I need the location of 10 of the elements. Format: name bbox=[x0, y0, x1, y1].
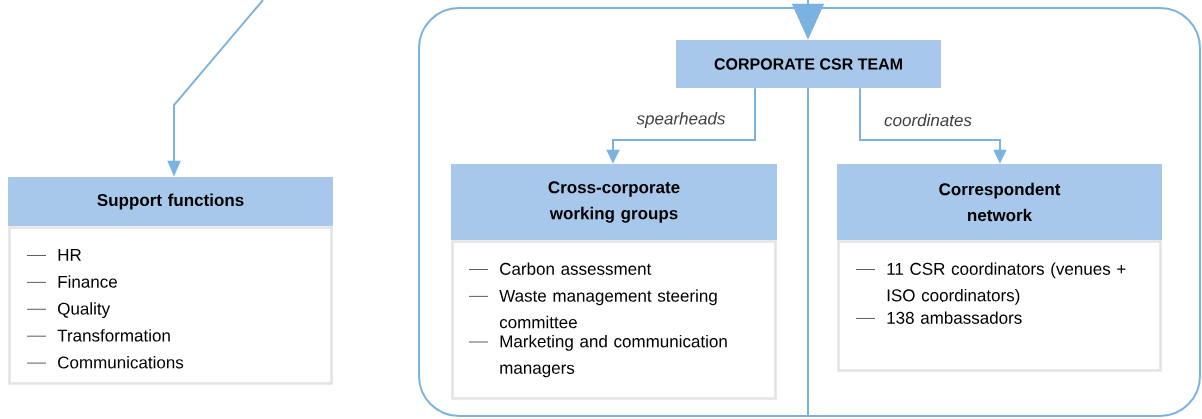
list-box: Cross-corporate working groups Carbon assessment Waste management steering committee Marketing and communication managers bbox=[451, 164, 777, 400]
edge-label: coordinates bbox=[883, 112, 973, 128]
list-box: Support functions HR Finance Quality Transformation Communications bbox=[8, 177, 333, 385]
team-box: CORPORATE CSR TEAM bbox=[676, 40, 941, 88]
group-frame bbox=[418, 7, 1201, 417]
node-label: Support functions bbox=[97, 193, 244, 210]
edge-label: spearheads bbox=[635, 111, 727, 129]
node-label: Cross-corporate working groups bbox=[548, 181, 680, 223]
list-box: Correspondent network 11 CSR coordinators (venues + ISO coordinators) 138 ambassadors bbox=[837, 164, 1162, 372]
node-label: Correspondent network bbox=[939, 182, 1061, 222]
